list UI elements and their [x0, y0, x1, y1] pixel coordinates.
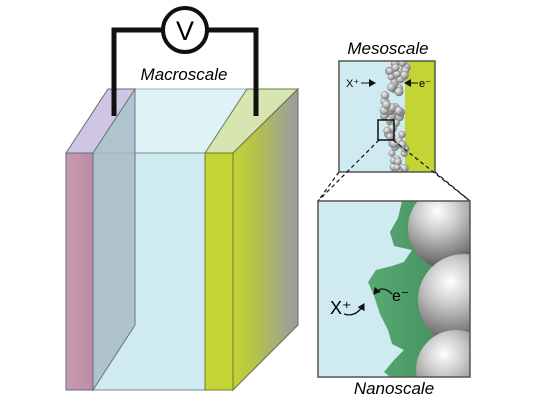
zoom-line-right: [392, 139, 471, 202]
nano-particle-top: [408, 201, 470, 270]
mesoscale-label: Mesoscale: [347, 39, 428, 58]
nano-particle-middle: [418, 254, 470, 346]
nano-electron-label: e⁻: [392, 288, 409, 305]
meso-particle: [391, 63, 400, 72]
nanoscale-label: Nanoscale: [354, 379, 434, 398]
nano-content: [368, 201, 470, 377]
zoom-line-left: [317, 139, 380, 202]
pink-electrode-front: [65, 152, 94, 391]
meso-particle: [398, 130, 406, 139]
meso-inset: X⁺ e⁻: [338, 60, 436, 173]
nano-frame: [317, 200, 471, 378]
nano-inset: X⁺ e⁻: [317, 200, 471, 378]
meso-frame: [338, 60, 436, 173]
nano-cation-label: X⁺: [330, 298, 352, 318]
meso-particle: [382, 100, 391, 110]
green-electrode-front: [204, 152, 234, 391]
nano-cation-arrow: [343, 303, 365, 316]
meso-particle: [380, 91, 390, 100]
meso-particle: [386, 132, 394, 141]
meso-particle: [394, 106, 404, 116]
voltmeter-symbol: V: [176, 16, 194, 46]
meso-particle: [400, 70, 409, 80]
nano-electron-arrow: [373, 286, 393, 295]
voltmeter: [161, 6, 209, 54]
nano-particle-bottom: [416, 330, 470, 377]
meso-particle: [388, 149, 396, 157]
circuit-wire-right: [207, 27, 259, 116]
macroscale-label: Macroscale: [141, 65, 228, 84]
meso-cation-label: X⁺: [346, 78, 359, 90]
meso-zoom-box: [377, 119, 395, 141]
macro-cell: [65, 87, 300, 392]
zoom-lines: [317, 139, 471, 202]
meso-particle: [387, 82, 396, 92]
meso-to-nano-right: [434, 171, 471, 202]
meso-to-nano-left: [317, 171, 340, 202]
meso-electron-label: e⁻: [419, 78, 431, 90]
meso-particle: [398, 61, 407, 67]
meso-particle: [394, 87, 404, 97]
external-circuit: V: [111, 6, 259, 116]
meso-particle: [393, 164, 401, 171]
circuit-wire: [111, 27, 163, 116]
meso-particle: [386, 67, 394, 75]
